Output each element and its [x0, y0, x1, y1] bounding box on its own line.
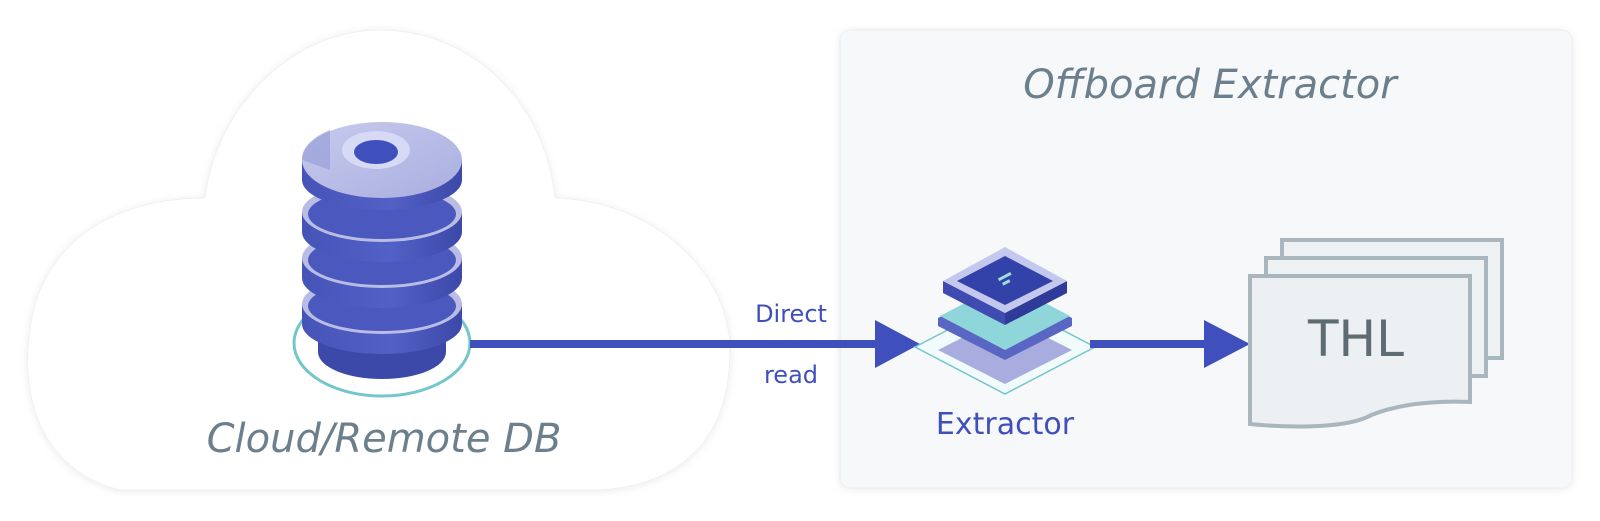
extractor-label: Extractor — [936, 407, 1075, 442]
direct-read-connector — [470, 320, 920, 368]
cloud-db-label: Cloud/Remote DB — [207, 416, 562, 462]
connector-label-direct: Direct — [755, 300, 827, 328]
extractor-chip-icon — [913, 247, 1097, 395]
thl-document-stack-icon — [1248, 238, 1504, 429]
database-icon — [292, 122, 472, 398]
extractor-to-thl-connector — [1090, 320, 1250, 368]
thl-label: THL — [1307, 310, 1404, 368]
offboard-panel-title: Offboard Extractor — [1023, 62, 1399, 108]
connector-label-read: read — [764, 361, 818, 389]
